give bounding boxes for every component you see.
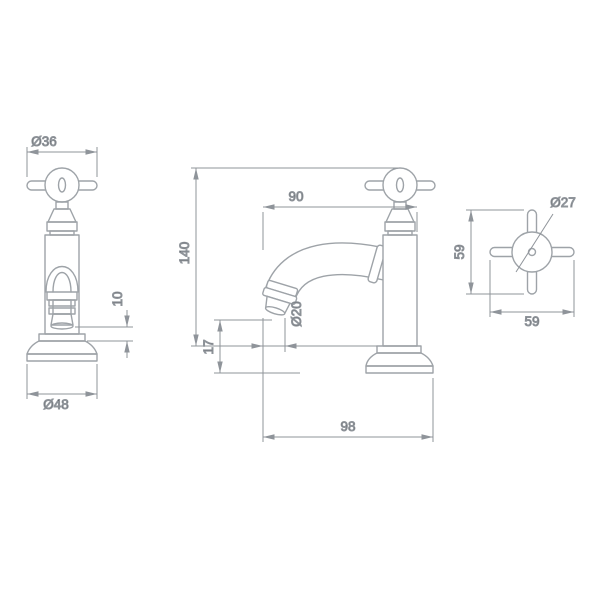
leader-line [515, 213, 554, 273]
dim-overall-depth: 98 [263, 378, 434, 442]
dim-label-base-diameter: Ø48 [43, 397, 69, 412]
front-base-step [38, 333, 86, 342]
side-spout-flange [367, 244, 387, 284]
front-base [26, 333, 98, 362]
front-handle [26, 167, 98, 236]
side-handle [364, 167, 436, 236]
side-base-step [376, 345, 422, 354]
dim-label-handle-span-horizontal: 59 [524, 314, 539, 329]
front-spout-rib-1 [48, 299, 76, 307]
dim-outlet-diameter: Ø20 [241, 301, 307, 442]
dim-spout-clearance: 10 [75, 291, 133, 358]
dim-outlet-height: 17 [201, 319, 300, 374]
top-handle-hub [511, 231, 553, 273]
dim-handle-span-vertical: 59 [452, 209, 524, 295]
front-base-flare [26, 340, 98, 355]
front-spout-arch-outer [45, 265, 79, 293]
side-base [365, 345, 434, 374]
dim-label-overall-depth: 98 [340, 419, 355, 434]
side-base-flare [365, 352, 434, 367]
dim-hub-diameter: Ø27 [515, 195, 576, 273]
side-body [382, 234, 418, 347]
top-view [489, 209, 575, 295]
top-view-dimensions: Ø27 59 59 [452, 195, 577, 330]
front-view-dimensions: Ø36 10 Ø48 [26, 134, 133, 413]
front-spout-collar [46, 291, 78, 301]
front-view [26, 167, 98, 362]
front-handle-collar [46, 221, 78, 232]
dim-label-spout-reach: 90 [288, 189, 303, 204]
front-handle-slot [57, 177, 67, 193]
front-spout-tube [52, 299, 72, 315]
dim-label-outlet-height: 17 [201, 339, 216, 354]
dim-label-handle-diameter: Ø36 [31, 134, 57, 149]
dim-handle-span-horizontal: 59 [489, 260, 575, 330]
dim-base-diameter: Ø48 [26, 364, 98, 413]
side-handle-stem [393, 201, 407, 210]
front-base-plinth [26, 353, 98, 362]
side-view-dimensions: 90 140 Ø20 17 98 [177, 167, 434, 442]
side-handle-slot [395, 177, 405, 193]
top-handle [489, 209, 575, 295]
dim-label-handle-span-vertical: 59 [452, 244, 467, 259]
dim-label-spout-clearance: 10 [110, 291, 125, 306]
side-handle-bell [385, 208, 415, 223]
side-neck-ring [387, 230, 413, 236]
front-spout-arch-inner [52, 272, 72, 293]
side-spout-outlet [264, 305, 286, 316]
front-body [44, 234, 80, 335]
side-handle-hub [382, 167, 418, 203]
dim-handle-diameter: Ø36 [26, 134, 98, 177]
dim-label-outlet-diameter: Ø20 [289, 301, 304, 327]
side-spout-outlet-group [262, 279, 299, 316]
side-handle-collar [384, 221, 416, 232]
front-handle-bell [47, 208, 77, 223]
front-spout [45, 265, 79, 330]
side-view [262, 167, 436, 374]
side-base-plinth [365, 365, 434, 374]
front-handle-hub [44, 167, 80, 203]
side-spout [262, 242, 405, 316]
dim-label-overall-height: 140 [177, 242, 192, 265]
dim-spout-reach: 90 [262, 189, 418, 250]
front-handle-stem [55, 201, 69, 210]
front-spout-outlet [50, 322, 74, 330]
dim-label-hub-diameter: Ø27 [550, 195, 576, 210]
